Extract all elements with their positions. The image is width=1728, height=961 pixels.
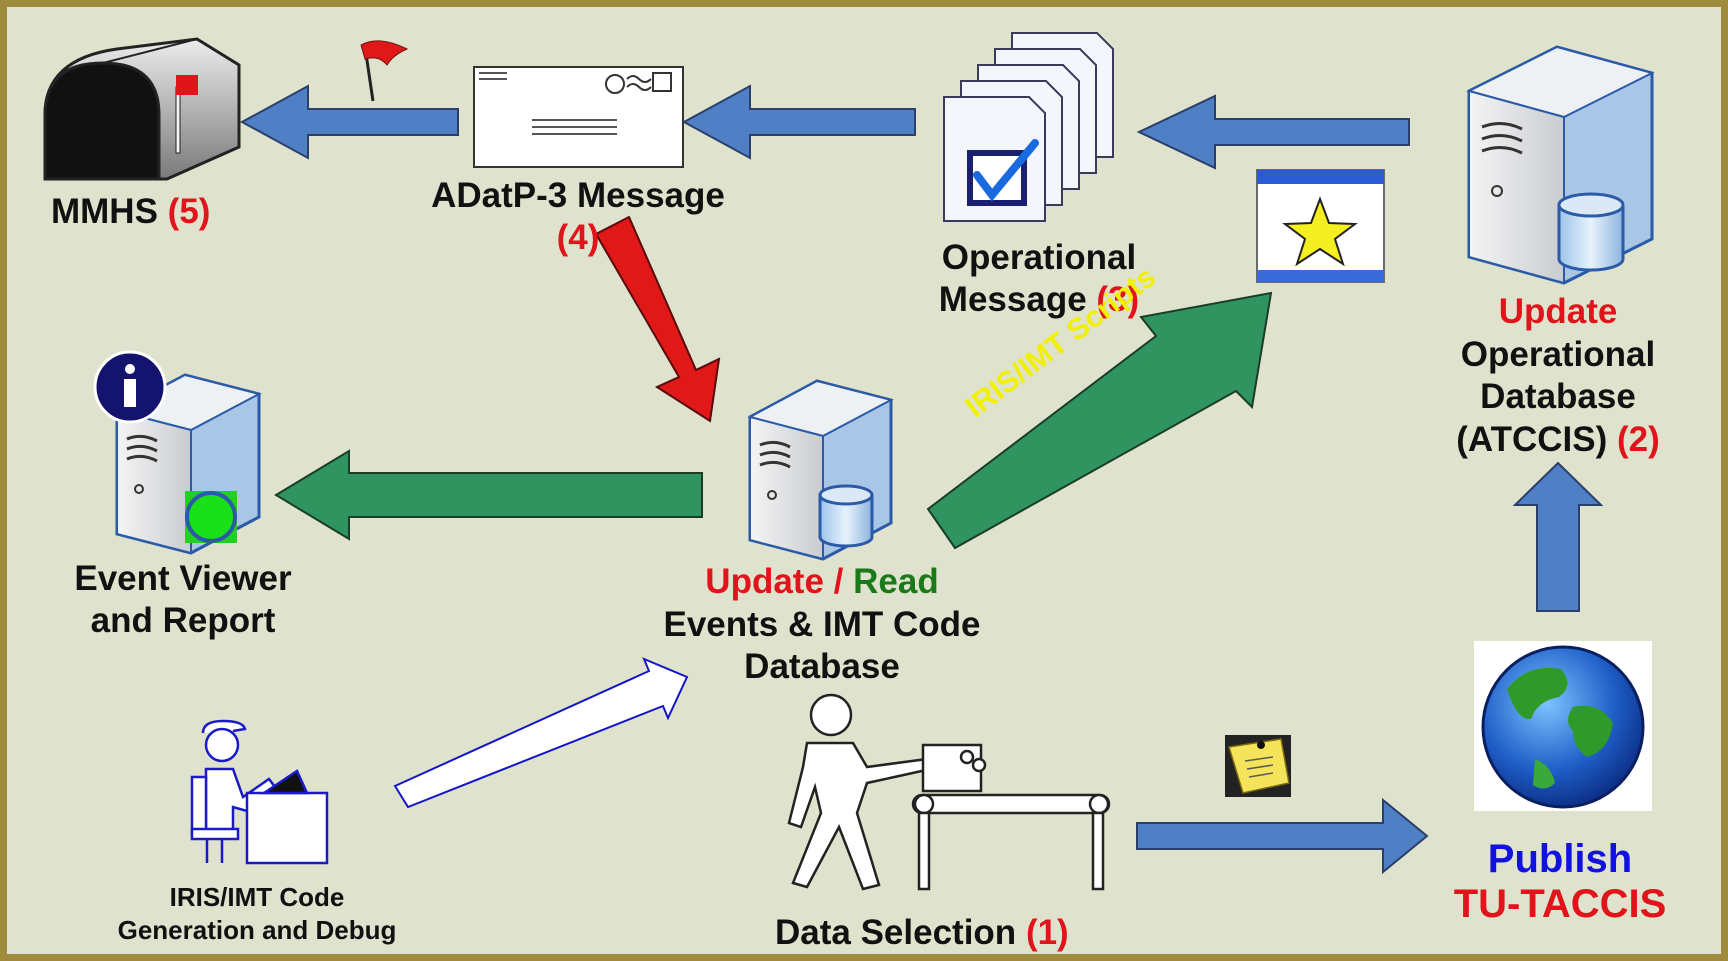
- info-icon: [93, 350, 167, 424]
- mmhs-name: MMHS: [51, 192, 158, 231]
- code-gen-line1: IRIS/IMT Code: [169, 882, 345, 912]
- adatp-name: ADatP-3 Message: [431, 176, 725, 215]
- update-db-line2: Operational: [1460, 334, 1656, 374]
- publish-line1: Publish: [1487, 837, 1633, 881]
- diagram-graphics: [43, 32, 1655, 891]
- person-conveyor-icon: [787, 693, 1111, 891]
- events-db-line2: Events & IMT Code: [663, 604, 981, 644]
- person-at-computer-icon: [190, 719, 329, 865]
- operational-message-step: (3): [1096, 280, 1140, 319]
- operational-message-line1: Operational: [941, 238, 1137, 277]
- code-gen-line2: Generation and Debug: [117, 914, 397, 945]
- events-db-update: Update: [705, 562, 824, 601]
- arrow-db-to-operational: [1136, 94, 1410, 170]
- mmhs-step: (5): [167, 192, 211, 231]
- flag-icon: [360, 40, 409, 102]
- mailbox-icon: [43, 37, 241, 181]
- mmhs-label: MMHS (5): [51, 191, 210, 233]
- database-icon: [818, 484, 874, 548]
- adatp-step: (4): [556, 218, 600, 257]
- event-viewer-line2: and Report: [90, 601, 276, 640]
- events-db-line3: Database: [744, 647, 900, 687]
- arrow-operational-to-adatp: [681, 84, 916, 160]
- arrow-db-to-event-viewer: [274, 449, 703, 541]
- event-viewer-label: Event Viewer and Report: [47, 558, 319, 642]
- sticky-note-icon: [1225, 735, 1291, 797]
- arrow-adatp-to-events-db: [594, 215, 721, 423]
- adatp-label: ADatP-3 Message (4): [413, 175, 743, 259]
- diagram-canvas: MMHS (5) ADatP-3 Message (4) Operational…: [7, 7, 1721, 954]
- arrow-iris-imt-scripts: [926, 291, 1273, 550]
- checkbox-icon: [967, 139, 1039, 206]
- update-db-step: (2): [1616, 420, 1660, 460]
- data-selection-label: Data Selection (1): [775, 912, 1069, 954]
- publish-label: Publish TU-TACCIS: [1425, 837, 1695, 927]
- operational-message-label: Operational Message (3): [909, 237, 1169, 321]
- events-db-read: Read: [853, 562, 939, 601]
- arrow-publish-to-db: [1512, 461, 1604, 612]
- update-db-line4: (ATCCIS): [1456, 420, 1608, 460]
- update-db-update: Update: [1498, 292, 1618, 331]
- events-db-slash: /: [823, 562, 854, 601]
- operational-message-line2: Message: [938, 280, 1087, 319]
- code-gen-label: IRIS/IMT Code Generation and Debug: [97, 881, 417, 946]
- data-selection-name: Data Selection: [775, 913, 1017, 952]
- arrow-adatp-to-mmhs: [239, 84, 459, 160]
- envelope-icon: [473, 66, 684, 168]
- star-window-icon: [1256, 169, 1385, 283]
- publish-line2: TU-TACCIS: [1453, 881, 1667, 926]
- event-viewer-line1: Event Viewer: [74, 559, 292, 598]
- globe-icon: [1474, 641, 1652, 811]
- update-db-label: Update Operational Database (ATCCIS) (2): [1427, 291, 1689, 462]
- events-db-label: Update / Read Events & IMT Code Database: [627, 561, 1017, 689]
- database-icon: [1557, 192, 1625, 272]
- arrow-codegen-to-events-db: [393, 657, 689, 809]
- update-db-line3: Database: [1480, 377, 1636, 417]
- data-selection-step: (1): [1025, 913, 1069, 952]
- status-dot-icon: [185, 491, 237, 543]
- arrow-selection-to-publish: [1136, 797, 1429, 875]
